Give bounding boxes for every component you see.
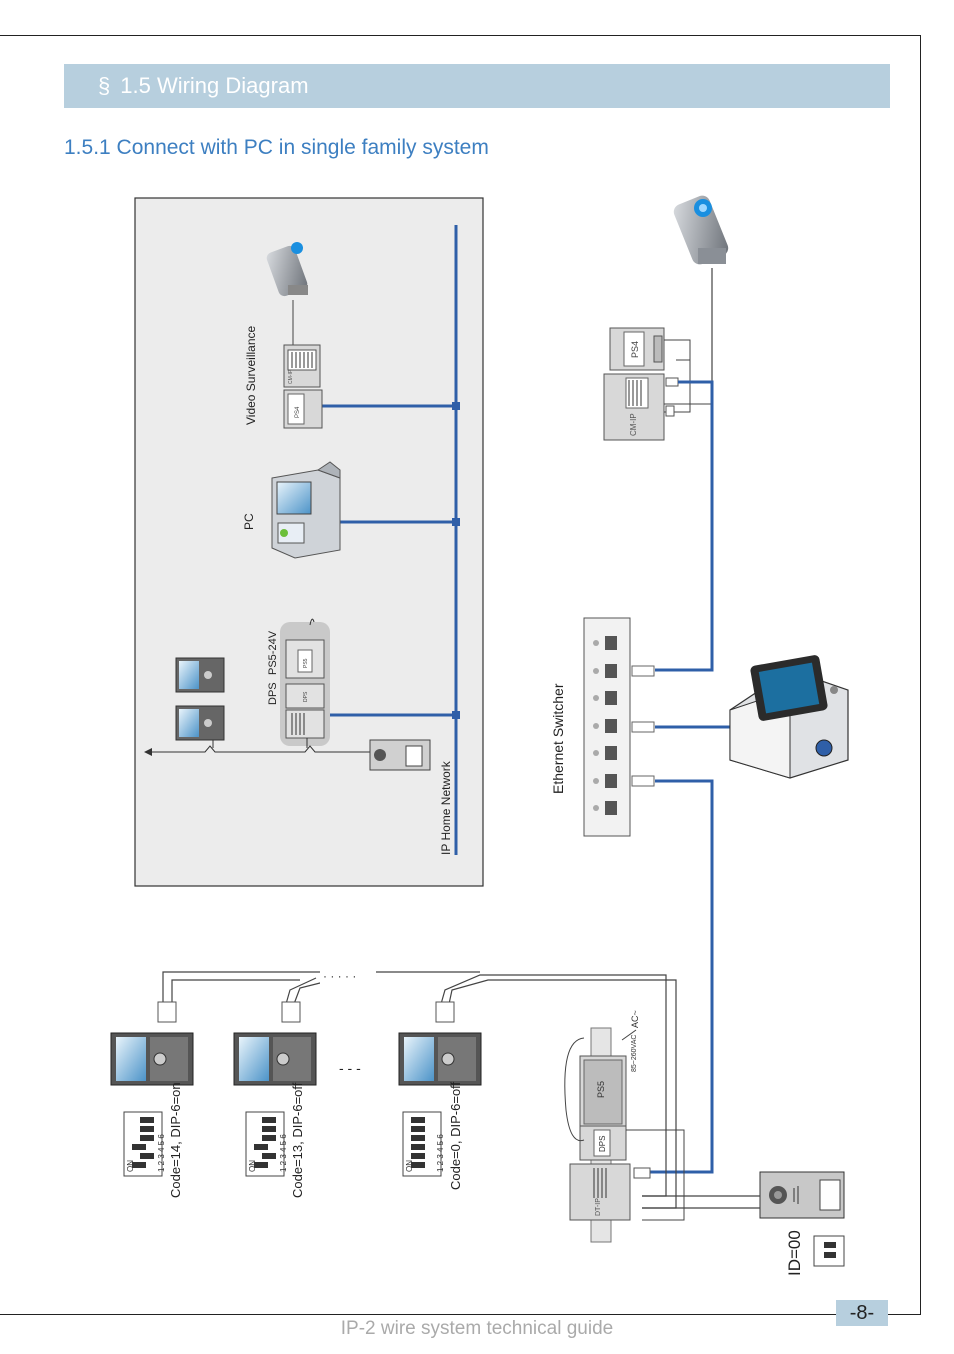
dps-label: DPS xyxy=(267,682,279,705)
pc-icon xyxy=(729,655,849,779)
dip-on-label: ON xyxy=(248,1160,257,1172)
ethernet-switch xyxy=(583,617,655,837)
dip-numbers: 1 2 3 4 5 6 xyxy=(157,1134,166,1172)
monitor-1-code: Code=14, DIP-6=on xyxy=(168,1082,183,1198)
inset-monitor-2 xyxy=(175,705,225,741)
pc-label: PC xyxy=(242,513,256,530)
footer-title: IP-2 wire system technical guide xyxy=(340,1318,614,1339)
ip-home-network-inset: CM-IP PS4 Video Surveillance PC PS5 DPS xyxy=(134,197,484,887)
power-ac-label: AC~ xyxy=(630,1010,640,1028)
dip-numbers: 1 2 3 4 5 6 xyxy=(436,1134,445,1172)
dtip-module-label: DT-IP xyxy=(595,1198,602,1216)
dip-on-label: ON xyxy=(126,1160,135,1172)
subsection-title: 1.5.1 Connect with PC in single family s… xyxy=(64,136,489,159)
inset-ps4-module: PS4 xyxy=(283,389,323,429)
monitor-2-code: Code=13, DIP-6=off xyxy=(290,1082,305,1198)
dps-module: DPS xyxy=(579,1125,627,1161)
dps-module-label: DPS xyxy=(598,1136,607,1152)
power-range-label: 85~260VAC xyxy=(631,1035,638,1072)
inset-pc-icon xyxy=(271,461,341,559)
dip-switch-1: ON 1 2 3 4 5 6 xyxy=(123,1111,166,1177)
inset-ps5-tag: PS5 xyxy=(303,658,309,668)
section-mark: § xyxy=(98,73,111,98)
ellipsis: - - - xyxy=(339,1060,361,1076)
ip-home-network-label: IP Home Network xyxy=(439,760,453,855)
inset-ps4-tag: PS4 xyxy=(295,406,301,418)
inset-cmip-module: CM-IP xyxy=(283,344,321,388)
inset-camera-icon xyxy=(266,242,308,297)
section-title: 1.5 Wiring Diagram xyxy=(120,73,309,98)
dip-switch-3: ON 1 2 3 4 5 6 xyxy=(402,1111,445,1177)
ps5-module-label: PS5 xyxy=(596,1081,606,1098)
ethernet-switcher-label: Ethernet Switcher xyxy=(550,683,566,794)
inset-dps-ps5-group: PS5 DPS xyxy=(280,618,330,746)
door-id-label: ID=00 xyxy=(785,1230,804,1276)
ps4-module-label: PS4 xyxy=(630,341,640,358)
ps4-module: PS4 xyxy=(609,327,665,371)
inset-cmip-tag: CM-IP xyxy=(288,369,294,384)
page-number: -8- xyxy=(836,1300,888,1326)
monitor-3 xyxy=(398,1032,482,1086)
dip-switch-2: ON 1 2 3 4 5 6 xyxy=(245,1111,288,1177)
ps5-module: PS5 xyxy=(579,1055,627,1129)
cmip-module: CM-IP xyxy=(603,373,665,441)
dtip-module: DT-IP xyxy=(569,1163,631,1221)
dip-on-label: ON xyxy=(405,1160,414,1172)
inset-monitor-1 xyxy=(175,657,225,693)
dip-numbers: 1 2 3 4 5 6 xyxy=(279,1134,288,1172)
section-header: § 1.5 Wiring Diagram xyxy=(64,64,890,108)
monitor-3-code: Code=0, DIP-6=off xyxy=(448,1081,463,1190)
ps5-24v-label: PS5-24V xyxy=(267,630,279,675)
inset-dps-tag: DPS xyxy=(303,691,309,702)
monitor-1 xyxy=(110,1032,194,1086)
inset-door-station xyxy=(369,739,431,771)
page-frame xyxy=(0,35,921,1315)
monitor-2 xyxy=(233,1032,317,1086)
chain-dots: · · · · · xyxy=(323,969,356,983)
cmip-module-label: CM-IP xyxy=(629,413,638,436)
door-station xyxy=(759,1171,845,1219)
door-dip-switch xyxy=(813,1235,845,1267)
video-surveillance-label: Video Surveillance xyxy=(244,325,258,425)
camera-icon xyxy=(673,195,729,265)
